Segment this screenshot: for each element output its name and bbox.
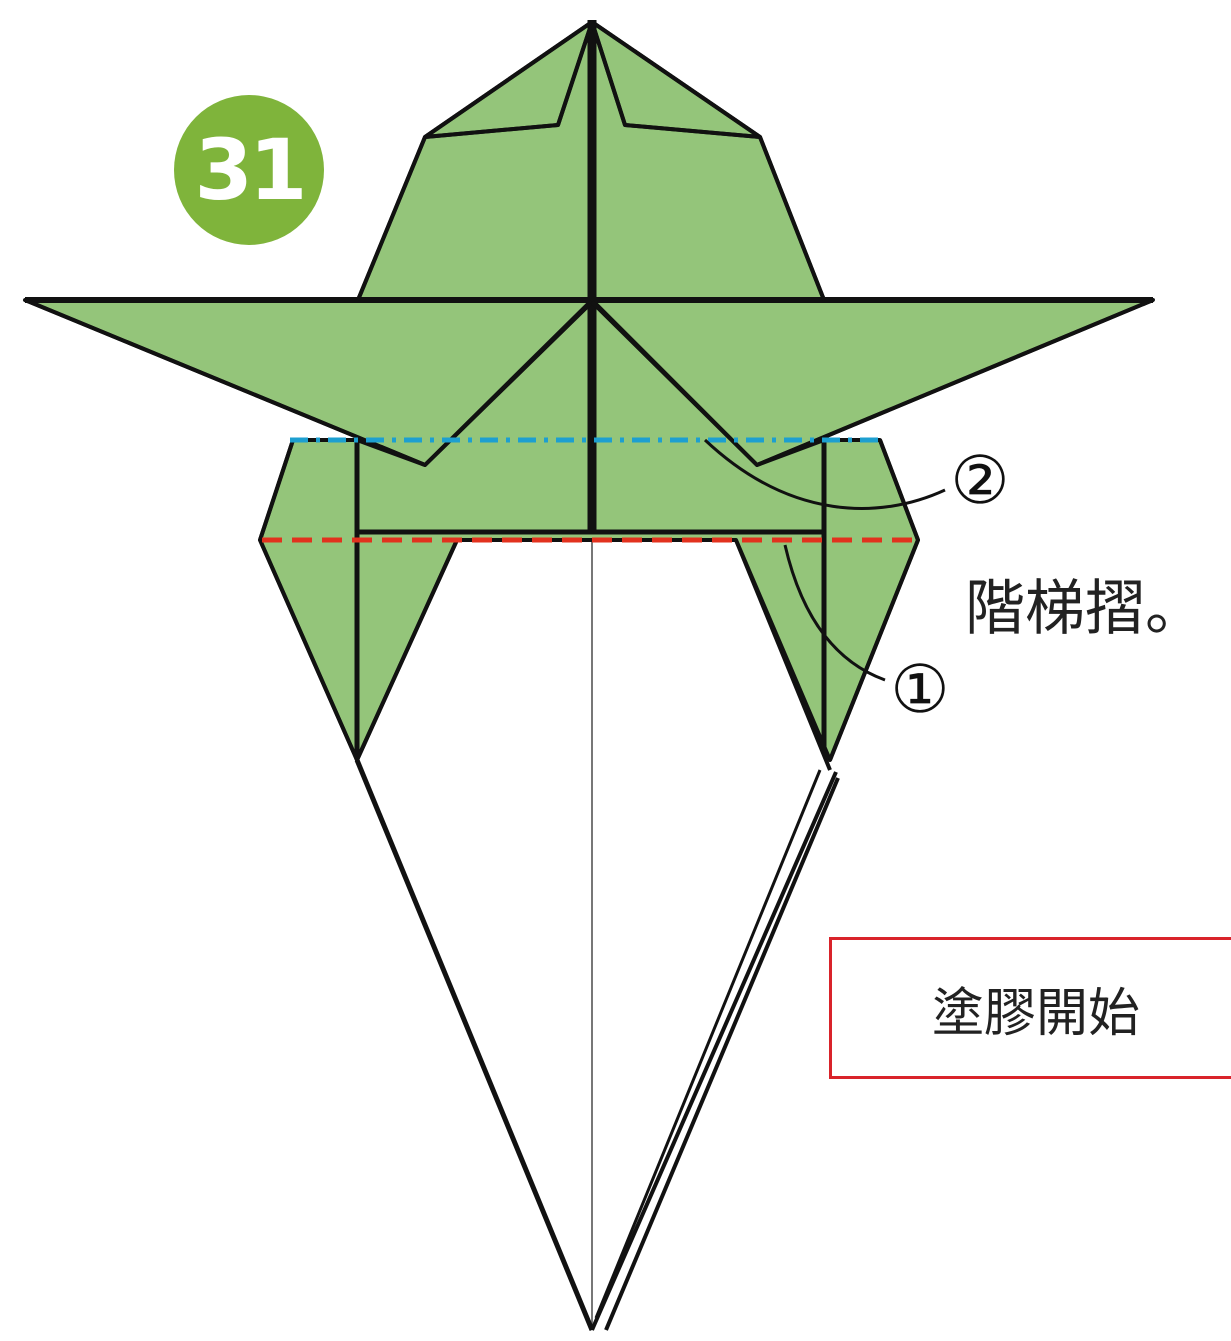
leader-line-1: [783, 544, 886, 682]
step-number: 31: [194, 121, 308, 219]
lower-white-flap: [357, 540, 836, 1330]
glue-start-box: 塗膠開始: [829, 937, 1231, 1079]
instruction-text: 階梯摺。: [965, 574, 1205, 644]
outline-lines: [24, 20, 1154, 1331]
step-number-badge: 31: [174, 95, 324, 245]
glue-start-label: 塗膠開始: [932, 983, 1141, 1044]
fold-marker-1: ①: [890, 651, 949, 728]
lower-flap-inner-edge: [594, 769, 822, 1319]
leader-line-2: [703, 438, 946, 510]
lower-flap-double-edge: [604, 777, 840, 1331]
fold-marker-2: ②: [950, 442, 1009, 519]
